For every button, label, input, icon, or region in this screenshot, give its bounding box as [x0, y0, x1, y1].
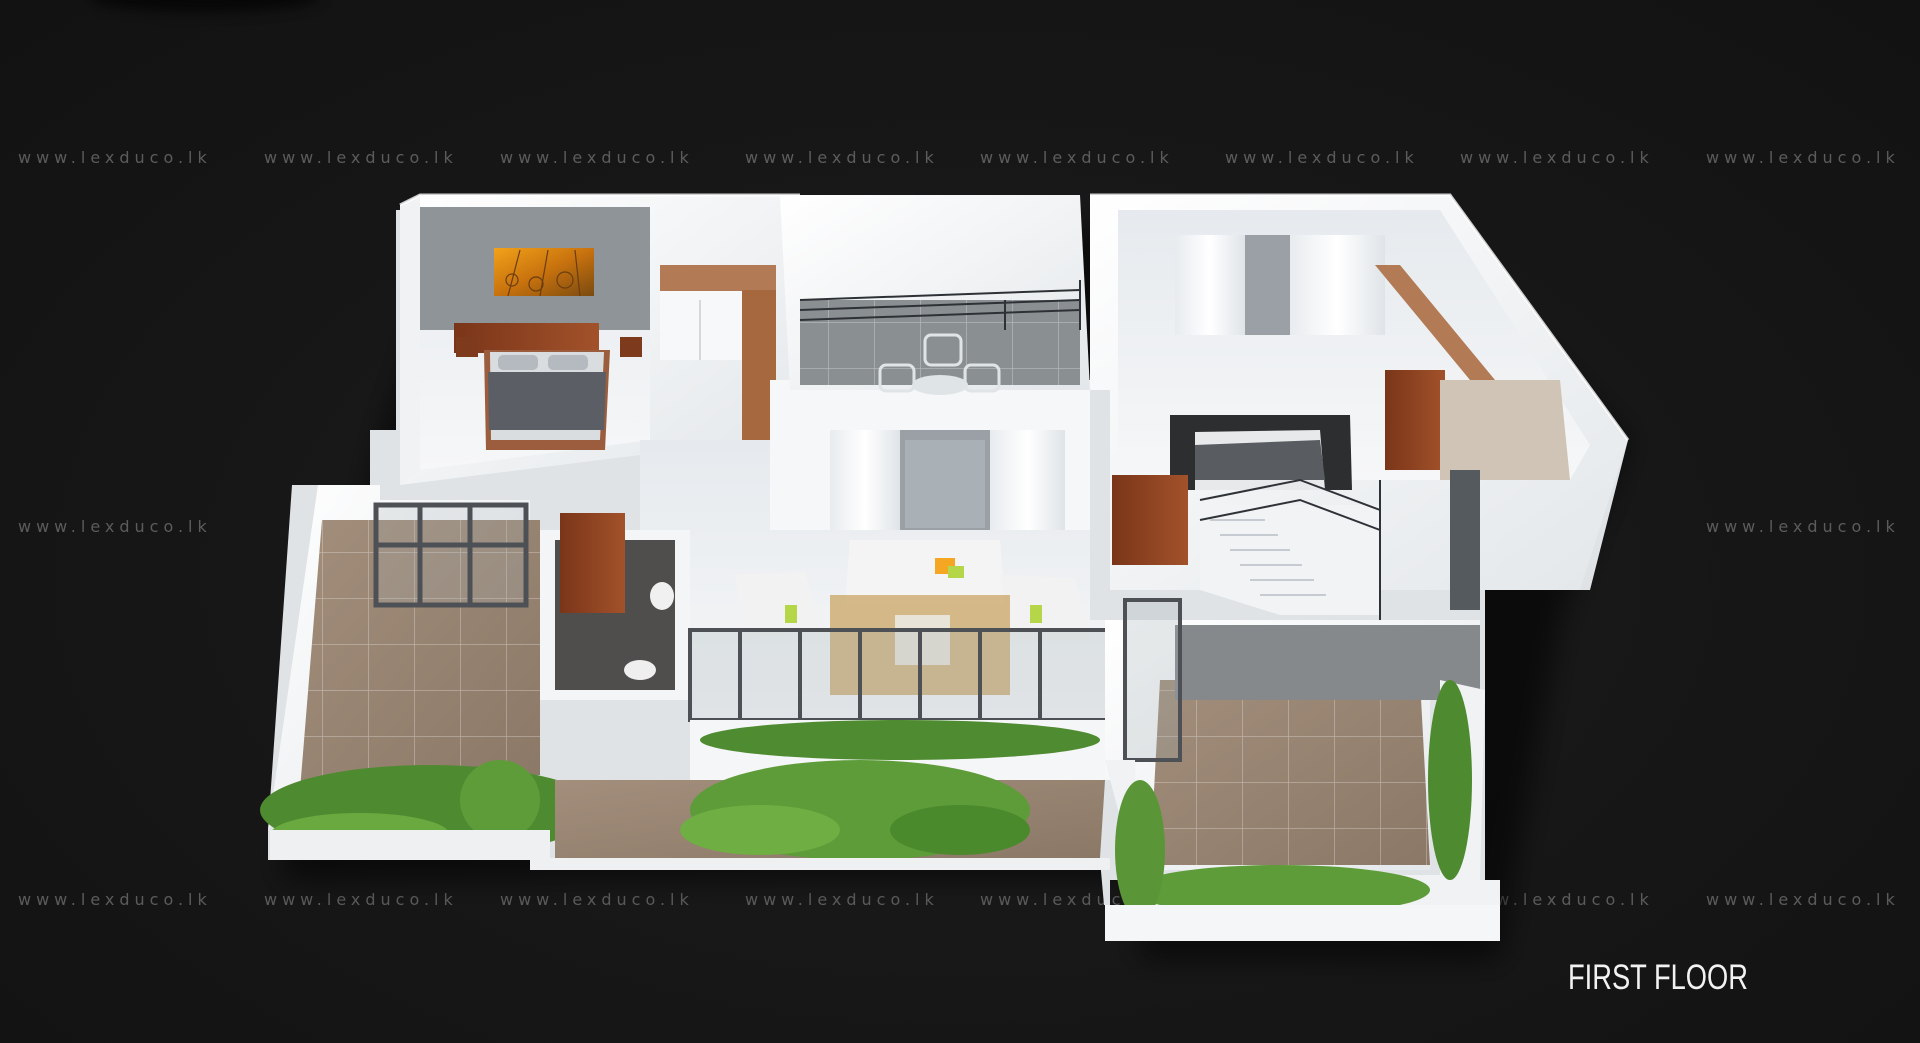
glass-railing-front [688, 628, 1112, 722]
armchair-left [735, 572, 820, 640]
sink-icon [650, 582, 674, 610]
watermark-text: www.lexduco.lk [745, 890, 939, 909]
stair-railing-post [1450, 470, 1480, 610]
watermark-text: www.lexduco.lk [18, 890, 212, 909]
floor-label: FIRST FLOOR [1568, 958, 1748, 997]
left-bedroom [400, 195, 800, 485]
right-bedroom [1090, 195, 1628, 590]
armchair-right [1000, 575, 1090, 640]
glass-railing-left [373, 502, 529, 608]
bedroom-door [1112, 475, 1188, 565]
outdoor-chairs [878, 333, 1001, 393]
right-balcony [1105, 598, 1500, 941]
front-planter [530, 720, 1110, 870]
closet-door [1385, 370, 1445, 470]
top-balcony [780, 195, 1090, 395]
sofa [845, 540, 1005, 605]
watermark-text: www.lexduco.lk [264, 890, 458, 909]
watermark-text: www.lexduco.lk [500, 148, 694, 167]
watermark-text: www.lexduco.lk [18, 517, 212, 536]
bed-blanket [488, 372, 606, 430]
glass-railing-right [1123, 598, 1182, 762]
watermark-text: www.lexduco.lk [745, 148, 939, 167]
top-shadow-blur [90, 0, 320, 12]
watermark-text: www.lexduco.lk [18, 148, 212, 167]
toilet-icon [624, 660, 656, 680]
watermark-text: www.lexduco.lk [1225, 148, 1419, 167]
watermark-text: www.lexduco.lk [1706, 890, 1900, 909]
left-balcony [260, 485, 600, 860]
watermark-text: www.lexduco.lk [1460, 148, 1654, 167]
watermark-text: www.lexduco.lk [264, 148, 458, 167]
watermark-text: www.lexduco.lk [1706, 517, 1900, 536]
headboard [454, 323, 599, 353]
watermark-text: www.lexduco.lk [1706, 148, 1900, 167]
watermark-text: www.lexduco.lk [980, 148, 1174, 167]
bathroom-door [560, 513, 625, 613]
balcony-railing [799, 280, 1081, 330]
staircase [1199, 470, 1480, 620]
wardrobe-top [660, 265, 776, 291]
bathroom [540, 513, 690, 700]
watermark-text: www.lexduco.lk [500, 890, 694, 909]
